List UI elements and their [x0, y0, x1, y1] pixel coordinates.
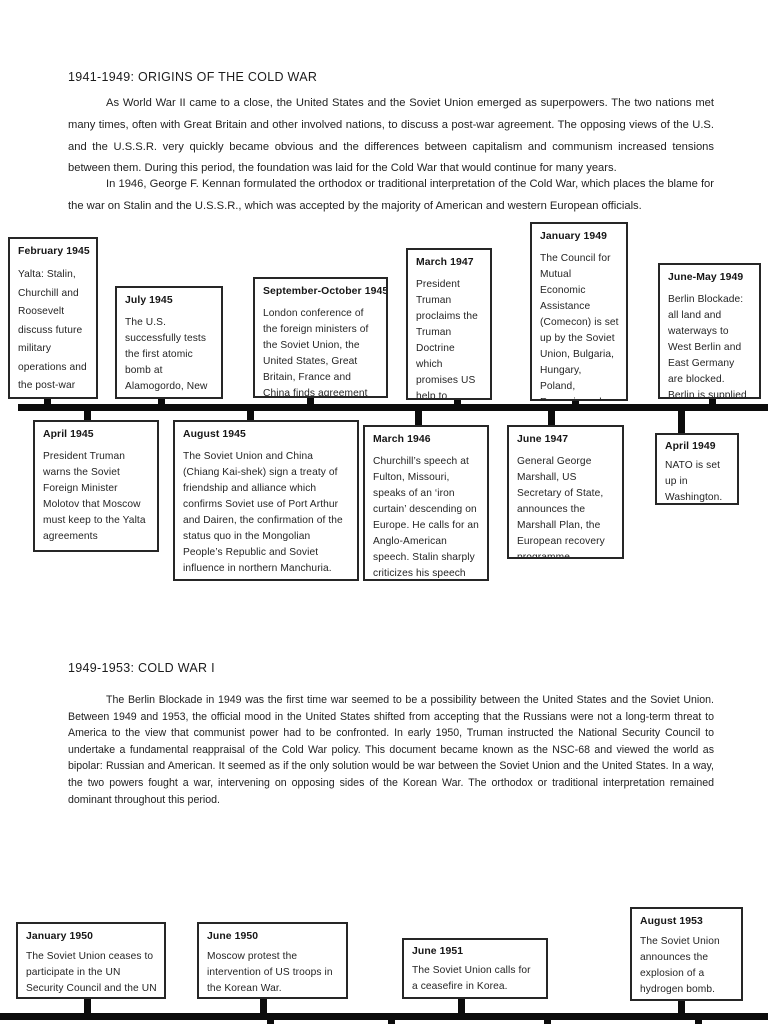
timeline-connector — [84, 996, 91, 1015]
timeline-connector — [458, 996, 465, 1015]
event-date: June 1947 — [517, 434, 569, 445]
section-2-title: 1949-1953: COLD WAR I — [68, 661, 215, 675]
event-description: Moscow protest the intervention of US tr… — [207, 951, 333, 994]
timeline-connector — [44, 396, 51, 406]
event-description: The Soviet Union and China (Chiang Kai-s… — [183, 451, 343, 574]
timeline-connector — [388, 1018, 395, 1024]
timeline-box-february-1945: February 1945 Yalta: Stalin, Churchill a… — [8, 237, 98, 399]
event-description: The Soviet Union announces the explosion… — [640, 936, 720, 995]
event-date: April 1945 — [43, 429, 94, 440]
event-description: London conference of the foreign ministe… — [263, 308, 369, 398]
timeline-connector — [267, 1018, 274, 1024]
event-description: Churchill’s speech at Fulton, Missouri, … — [373, 454, 480, 579]
section-1-paragraph-1: As World War II came to a close, the Uni… — [68, 97, 714, 175]
event-date: March 1946 — [373, 434, 431, 445]
event-date: June 1951 — [412, 946, 464, 957]
timeline-connector — [247, 409, 254, 422]
event-description: President Truman proclaims the Truman Do… — [416, 279, 478, 400]
timeline-connector — [260, 996, 267, 1015]
timeline-connector — [84, 409, 91, 422]
event-description: President Truman warns the Soviet Foreig… — [43, 451, 146, 542]
event-description: Berlin Blockade: all land and waterways … — [668, 294, 747, 399]
event-description: General George Marshall, US Secretary of… — [517, 456, 605, 559]
event-date: April 1949 — [665, 441, 716, 452]
timeline-box-august-1945: August 1945 The Soviet Union and China (… — [173, 420, 359, 581]
event-date: July 1945 — [125, 295, 173, 306]
timeline-connector — [695, 1018, 702, 1024]
section-1-paragraph-2: In 1946, George F. Kennan formulated the… — [68, 178, 714, 212]
event-description: The Soviet Union calls for a ceasefire i… — [412, 965, 531, 992]
timeline-connector — [678, 409, 685, 435]
timeline-connector — [158, 395, 165, 406]
event-description: NATO is set up in Washington. — [665, 460, 723, 503]
timeline-box-july-1945: July 1945 The U.S. successfully tests th… — [115, 286, 223, 399]
timeline-box-august-1953: August 1953 The Soviet Union announces t… — [630, 907, 743, 1001]
timeline-connector — [307, 394, 314, 406]
timeline-box-march-1946: March 1946 Churchill’s speech at Fulton,… — [363, 425, 489, 581]
timeline-box-april-1945: April 1945 President Truman warns the So… — [33, 420, 159, 552]
timeline-box-june-1947: June 1947 General George Marshall, US Se… — [507, 425, 624, 559]
event-description: Yalta: Stalin, Churchill and Roosevelt d… — [18, 269, 87, 391]
event-date: January 1950 — [26, 931, 94, 942]
timeline-connector — [415, 409, 422, 427]
event-date: January 1949 — [540, 231, 608, 242]
timeline-box-june-1950: June 1950 Moscow protest the interventio… — [197, 922, 348, 999]
event-description: The Soviet Union ceases to participate i… — [26, 951, 157, 994]
timeline-connector — [572, 397, 579, 406]
event-date: June-May 1949 — [668, 272, 744, 283]
event-date: February 1945 — [18, 246, 90, 257]
timeline-connector — [709, 395, 716, 406]
timeline-box-september-october-1945: September-October 1945 London conference… — [253, 277, 388, 398]
event-date: March 1947 — [416, 257, 474, 268]
timeline-connector — [454, 396, 461, 406]
timeline-1-axis — [18, 404, 768, 411]
timeline-connector — [678, 998, 685, 1015]
timeline-2-axis — [0, 1013, 768, 1020]
event-description: The Council for Mutual Economic Assistan… — [540, 253, 619, 399]
timeline-box-june-1951: June 1951 The Soviet Union calls for a c… — [402, 938, 548, 999]
timeline-box-january-1950: January 1950 The Soviet Union ceases to … — [16, 922, 166, 999]
timeline-box-june-may-1949: June-May 1949 Berlin Blockade: all land … — [658, 263, 761, 399]
event-date: August 1945 — [183, 429, 246, 440]
event-date: August 1953 — [640, 916, 703, 927]
section-2-paragraph-1: The Berlin Blockade in 1949 was the firs… — [68, 694, 714, 806]
timeline-box-january-1949: January 1949 The Council for Mutual Econ… — [530, 222, 628, 401]
event-date: September-October 1945 — [263, 286, 388, 297]
event-date: June 1950 — [207, 931, 259, 942]
timeline-box-april-1949: April 1949 NATO is set up in Washington. — [655, 433, 739, 505]
timeline-box-march-1947: March 1947 President Truman proclaims th… — [406, 248, 492, 400]
timeline-connector — [548, 409, 555, 427]
event-description: The U.S. successfully tests the first at… — [125, 317, 208, 392]
event-description-text: Churchill’s speech at Fulton, Missouri, … — [373, 456, 479, 579]
section-1-title: 1941-1949: ORIGINS OF THE COLD WAR — [68, 70, 318, 84]
timeline-connector — [544, 1018, 551, 1024]
